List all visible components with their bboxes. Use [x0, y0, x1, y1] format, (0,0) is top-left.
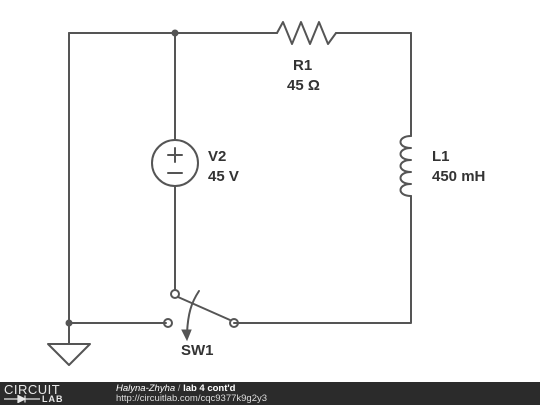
diode-icon: [4, 395, 40, 403]
junction-dot-left: [65, 319, 73, 327]
footer-bar: CIRCUIT LAB Halyna-Zhyha / lab 4 cont'd …: [0, 382, 540, 405]
circuit-meta: Halyna-Zhyha / lab 4 cont'd http://circu…: [116, 384, 267, 404]
inductor-name-label: L1: [432, 148, 450, 165]
logo-text-top: CIRCUIT: [4, 382, 61, 397]
circuit-title-link[interactable]: lab 4 cont'd: [183, 383, 236, 394]
plus-sign: [167, 147, 183, 163]
switch-terminal-right: [229, 318, 239, 328]
wire-right-lower: [233, 195, 412, 324]
ground-symbol: [47, 343, 91, 366]
switch-terminal-top: [170, 289, 180, 299]
inductor-value-label: 450 mH: [432, 168, 485, 185]
resistor-value-label: 45 Ω: [287, 77, 320, 94]
resistor-r1[interactable]: [276, 21, 337, 45]
switch-actuator-arc: [186, 290, 200, 334]
meta-line-1: Halyna-Zhyha / lab 4 cont'd: [116, 384, 267, 394]
source-name-label: V2: [208, 148, 226, 165]
logo-text-bottom: LAB: [42, 394, 64, 404]
author-link[interactable]: Halyna-Zhyha: [116, 383, 176, 394]
resistor-name-label: R1: [293, 57, 312, 74]
inductor-l1[interactable]: [399, 135, 412, 197]
meta-line-2: http://circuitlab.com/cqc9377k9g2y3: [116, 394, 267, 404]
switch-name-label: SW1: [181, 342, 214, 359]
circuitlab-logo[interactable]: CIRCUIT LAB: [4, 383, 94, 404]
junction-dot-top: [171, 29, 179, 37]
switch-arrow-icon: [181, 329, 192, 342]
circuit-url-link[interactable]: http://circuitlab.com/cqc9377k9g2y3: [116, 393, 268, 404]
meta-separator: /: [175, 383, 184, 394]
circuit-schematic: R1 45 Ω V2 45 V L1 450 mH SW1: [47, 21, 485, 366]
switch-blade[interactable]: [177, 296, 231, 321]
source-value-label: 45 V: [208, 168, 239, 185]
switch-terminal-left: [163, 318, 173, 328]
